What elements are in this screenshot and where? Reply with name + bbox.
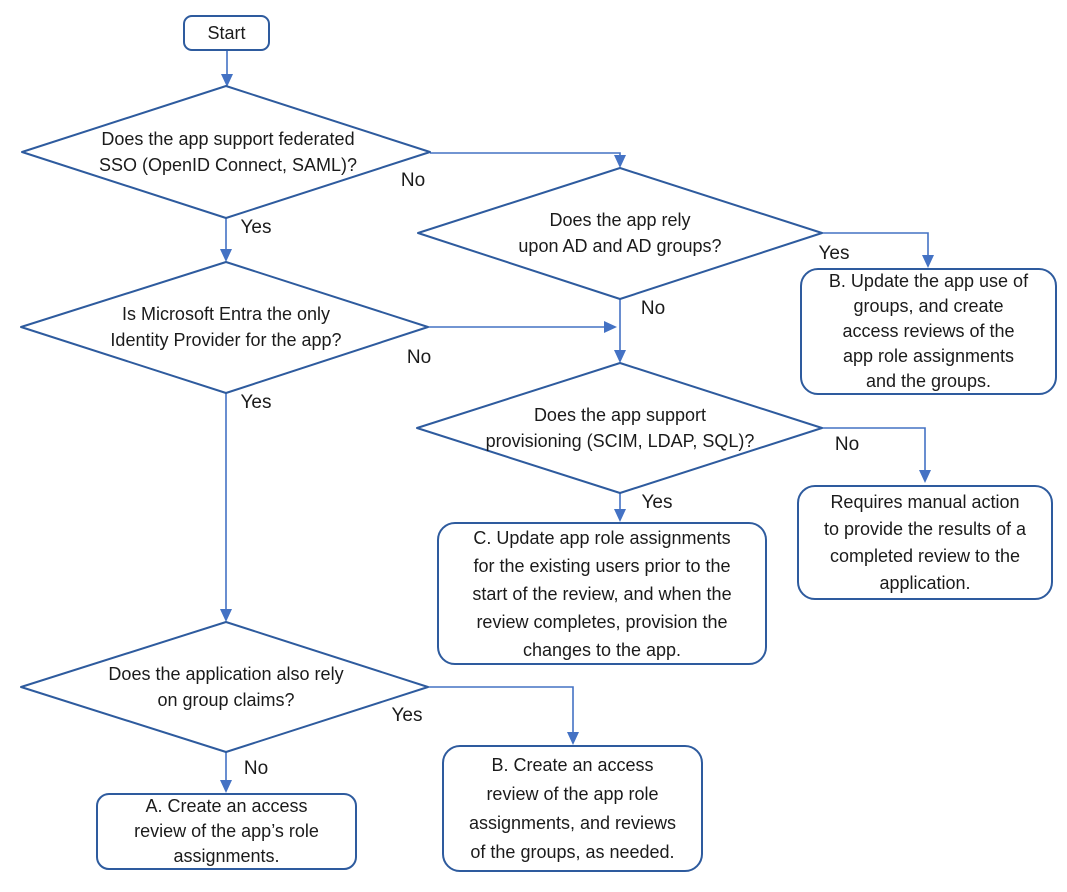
arrowhead (922, 255, 934, 268)
edge-label-ad-yes: Yes (818, 243, 850, 264)
connector-idp-no (428, 321, 617, 333)
decision-group-claims: Does the application also rely on group … (108, 664, 344, 710)
outcome-manual-action: Requires manual action to provide the re… (797, 485, 1053, 600)
edge-label-sso-no: No (400, 170, 426, 191)
decision-entra-only-idp: Is Microsoft Entra the only Identity Pro… (110, 304, 342, 350)
edge-label-ad-no: No (640, 298, 666, 319)
arrowhead (567, 732, 579, 745)
outcome-b-create-access-review: B. Create an access review of the app ro… (442, 745, 703, 872)
edge-label-claims-yes: Yes (391, 705, 423, 726)
arrowhead (614, 155, 626, 168)
connector-claims-no (220, 752, 232, 793)
decision-federated-sso-shape (21, 85, 431, 219)
decision-ad-groups-shape (417, 167, 823, 300)
connector-idp-yes (220, 393, 232, 622)
outcome-c-update-role-assignments: C. Update app role assignments for the e… (437, 522, 767, 665)
edge-label-sso-yes: Yes (240, 217, 272, 238)
connector-claims-yes (428, 686, 579, 745)
edge-label-idp-yes: Yes (240, 392, 272, 413)
connector-sso-no (430, 152, 626, 168)
decision-ad-groups: Does the app rely upon AD and AD groups? (518, 210, 722, 256)
decision-provisioning: Does the app support provisioning (SCIM,… (485, 405, 755, 451)
arrowhead (220, 609, 232, 622)
arrowhead (919, 470, 931, 483)
connector-start-to-sso (221, 50, 233, 87)
connector-provisioning-no (822, 427, 931, 483)
outcome-b-update-app-groups: B. Update the app use of groups, and cre… (800, 268, 1057, 395)
outcome-a-create-access-review: A. Create an access review of the app’s … (96, 793, 357, 870)
connector-provisioning-yes (614, 493, 626, 522)
edge-label-provisioning-no: No (834, 434, 860, 455)
arrowhead (220, 249, 232, 262)
decision-federated-sso: Does the app support federated SSO (Open… (98, 129, 358, 175)
edge-label-idp-no: No (406, 347, 432, 368)
edge-label-provisioning-yes: Yes (641, 492, 673, 513)
connector-sso-yes (220, 218, 232, 262)
edge-label-claims-no: No (243, 758, 269, 779)
start-node: Start (183, 15, 270, 51)
arrowhead (604, 321, 617, 333)
decision-group-claims-shape (20, 621, 429, 753)
connector-ad-no (614, 299, 626, 363)
connector-ad-yes (822, 232, 934, 268)
decision-provisioning-shape (416, 362, 823, 494)
arrowhead (614, 350, 626, 363)
arrowhead (221, 74, 233, 87)
decision-entra-only-idp-shape (20, 261, 429, 394)
arrowhead (614, 509, 626, 522)
arrowhead (220, 780, 232, 793)
